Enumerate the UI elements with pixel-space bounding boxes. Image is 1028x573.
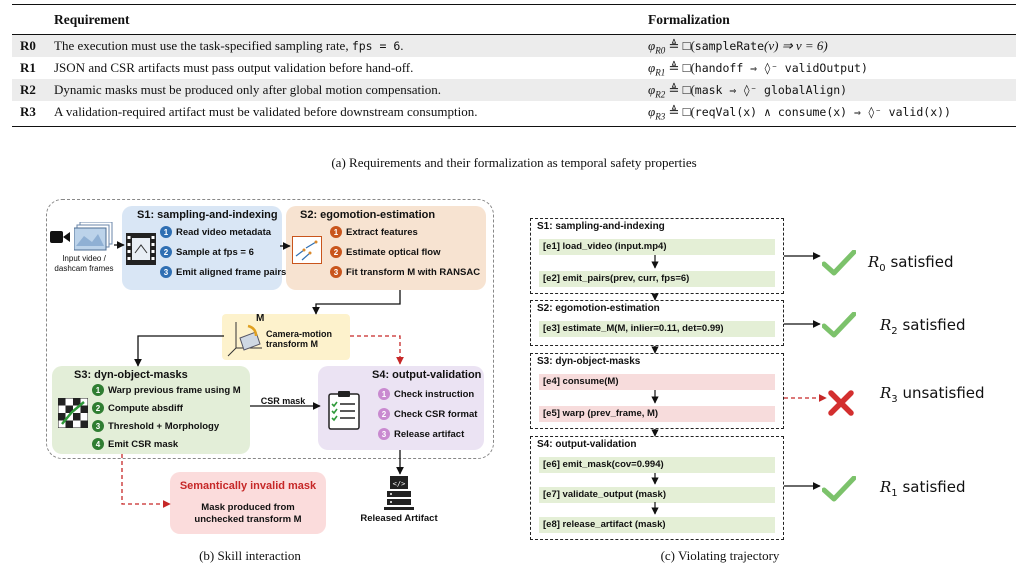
released-artifact-label: Released Artifact bbox=[360, 513, 438, 524]
row-id: R1 bbox=[20, 60, 36, 75]
check-icon bbox=[821, 475, 857, 502]
trajectory-event: [e1] load_video (input.mp4) bbox=[539, 239, 775, 255]
camera-icon bbox=[50, 230, 70, 244]
table-bottom-rule bbox=[12, 126, 1016, 127]
check-icon bbox=[821, 249, 857, 276]
check-icon bbox=[821, 311, 857, 338]
header-requirement: Requirement bbox=[54, 12, 130, 27]
caption-c: (c) Violating trajectory bbox=[660, 548, 780, 563]
trajectory-event: [e4] consume(M) bbox=[539, 374, 775, 390]
row-text: A validation-required artifact must be v… bbox=[54, 104, 478, 119]
row-id: R3 bbox=[20, 104, 36, 119]
svg-text:</>: </> bbox=[393, 480, 406, 488]
verdict-r0: R0 satisfied bbox=[868, 253, 954, 274]
table-row: R0 The execution must use the task-speci… bbox=[12, 35, 1016, 57]
trajectory-event: [e5] warp (prev_frame, M) bbox=[539, 406, 775, 422]
table-top-rule bbox=[12, 4, 1016, 5]
table-row: R2 Dynamic masks must be produced only a… bbox=[12, 79, 1016, 101]
s3-title: S3: dyn-object-masks bbox=[74, 369, 188, 381]
row-formula: φR1 ≜ □(handoff ⇒ ◊⁻ validOutput) bbox=[648, 60, 868, 78]
caption-b: (b) Skill interaction bbox=[199, 548, 301, 563]
film-strip-icon bbox=[126, 233, 156, 265]
csr-mask-label: CSR mask bbox=[260, 396, 306, 406]
row-formula: φR2 ≜ □(mask ⇒ ◊⁻ globalAlign) bbox=[648, 82, 848, 100]
row-code: fps = 6 bbox=[351, 39, 401, 53]
trajectory-event: [e3] estimate_M(M, inlier=0.11, det=0.99… bbox=[539, 321, 775, 337]
trajectory-event: [e6] emit_mask(cov=0.994) bbox=[539, 457, 775, 473]
s4-title: S4: output-validation bbox=[372, 369, 482, 381]
stage-title: S2: egomotion-estimation bbox=[537, 303, 660, 314]
row-text: The execution must use the task-specifie… bbox=[54, 38, 404, 53]
trajectory-event: [e8] release_artifact (mask) bbox=[539, 517, 775, 533]
row-formula: φR0 ≜ □(sampleRate(v) ⇒ v = 6) bbox=[648, 38, 828, 56]
skill-frame bbox=[46, 199, 494, 459]
caption-a: (a) Requirements and their formalization… bbox=[331, 155, 697, 170]
arrow bbox=[134, 335, 224, 367]
verdict-r1: R1 satisfied bbox=[880, 478, 966, 499]
row-text: JSON and CSR artifacts must pass output … bbox=[54, 60, 414, 75]
trajectory-stage-s3: S3: dyn-object-masks [e4] consume(M) [e5… bbox=[530, 353, 784, 429]
s1-title: S1: sampling-and-indexing bbox=[137, 209, 278, 221]
row-formula: φR3 ≜ □(reqVal(x) ∧ consume(x) ⇒ ◊⁻ vali… bbox=[648, 104, 951, 122]
server-icon: </> bbox=[384, 476, 414, 510]
stage-title: S1: sampling-and-indexing bbox=[537, 221, 665, 232]
row-text: Dynamic masks must be produced only afte… bbox=[54, 82, 442, 97]
stage-title: S4: output-validation bbox=[537, 439, 637, 450]
axes-icon bbox=[226, 318, 266, 358]
trajectory-event: [e7] validate_output (mask) bbox=[539, 487, 775, 503]
invalid-mask-box bbox=[170, 472, 326, 534]
m-label: M bbox=[256, 313, 265, 324]
mask-grid-icon bbox=[57, 397, 89, 429]
header-formalization: Formalization bbox=[648, 12, 730, 27]
trajectory-stage-s4: S4: output-validation [e6] emit_mask(cov… bbox=[530, 436, 784, 540]
optical-flow-icon bbox=[292, 236, 322, 264]
arrow bbox=[312, 290, 401, 315]
table-row: R3 A validation-required artifact must b… bbox=[12, 101, 1016, 123]
verdict-r3: R3 unsatisfied bbox=[880, 384, 985, 405]
arrow bbox=[350, 335, 404, 365]
verdict-r2: R2 satisfied bbox=[880, 316, 966, 337]
stage-title: S3: dyn-object-masks bbox=[537, 356, 641, 367]
trajectory-event: [e2] emit_pairs(prev, curr, fps=6) bbox=[539, 271, 775, 287]
trajectory-stage-s1: S1: sampling-and-indexing [e1] load_vide… bbox=[530, 218, 784, 294]
row-id: R2 bbox=[20, 82, 36, 97]
invalid-mask-title: Semantically invalid mask bbox=[179, 480, 317, 492]
requirements-table: Requirement Formalization R0 The executi… bbox=[12, 4, 1016, 134]
table-header-rule bbox=[12, 34, 1016, 35]
table-row: R1 JSON and CSR artifacts must pass outp… bbox=[12, 57, 1016, 79]
clipboard-icon bbox=[328, 390, 360, 430]
input-label: Input video /dashcam frames bbox=[54, 254, 114, 273]
video-frames-icon bbox=[73, 221, 114, 252]
cross-icon bbox=[828, 390, 854, 416]
arrow bbox=[121, 454, 171, 508]
row-id: R0 bbox=[20, 38, 36, 53]
s2-title: S2: egomotion-estimation bbox=[300, 209, 436, 221]
trajectory-stage-s2: S2: egomotion-estimation [e3] estimate_M… bbox=[530, 300, 784, 346]
